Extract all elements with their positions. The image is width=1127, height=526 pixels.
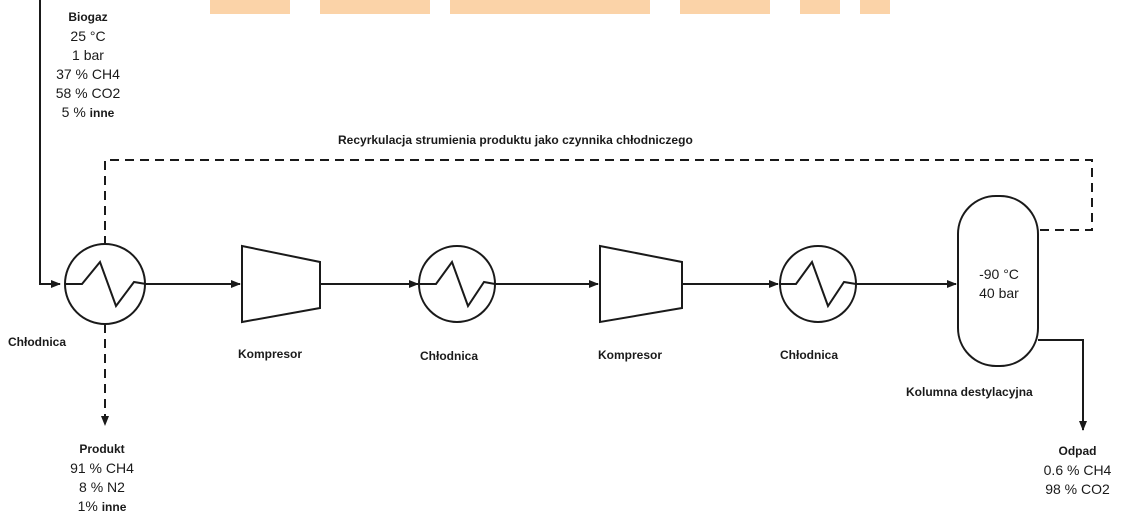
cooler-2-symbol	[418, 245, 496, 323]
recycle-stream-line	[104, 159, 1093, 244]
waste-ch4: 0.6 % CH4	[1043, 462, 1112, 478]
banner-segment	[680, 0, 770, 14]
product-info: Produkt 91 % CH4 8 % N2 1% inne	[52, 440, 152, 517]
cooler-3-symbol	[779, 245, 857, 323]
banner-segment	[210, 0, 290, 14]
product-title: Produkt	[79, 442, 125, 456]
feed-other-pct: 5 %	[61, 104, 86, 120]
feed-pressure: 1 bar	[72, 47, 104, 63]
cooler-1-symbol	[64, 243, 147, 325]
banner-segment	[320, 0, 430, 14]
feed-other: 5 % inne	[48, 103, 128, 123]
product-other-word: inne	[101, 500, 127, 514]
waste-title: Odpad	[1058, 444, 1097, 458]
recycle-label: Recyrkulacja strumienia produktu jako cz…	[338, 133, 693, 147]
column-pressure: 40 bar	[979, 285, 1019, 301]
banner-segment	[860, 0, 890, 14]
product-other: 1% inne	[52, 497, 152, 517]
feed-title: Biogaz	[68, 10, 108, 24]
waste-info: Odpad 0.6 % CH4 98 % CO2	[1030, 442, 1125, 499]
feed-ch4: 37 % CH4	[56, 66, 120, 82]
waste-stream-line	[1038, 339, 1087, 431]
feed-co2: 58 % CO2	[55, 85, 121, 101]
product-other-pct: 1%	[77, 498, 98, 514]
top-banner	[210, 0, 910, 16]
compressor-2-label: Kompresor	[598, 348, 663, 362]
column-temperature: -90 °C	[979, 266, 1019, 282]
column-conditions: -90 °C 40 bar	[968, 265, 1030, 303]
compressor-2-symbol	[599, 244, 683, 324]
column-label: Kolumna destylacyjna	[906, 385, 1033, 399]
cooler-1-label: Chłodnica	[8, 335, 67, 349]
compressor-1-label: Kompresor	[238, 347, 303, 361]
feed-info: Biogaz 25 °C 1 bar 37 % CH4 58 % CO2 5 %…	[48, 8, 128, 123]
banner-segment	[800, 0, 840, 14]
waste-co2: 98 % CO2	[1045, 481, 1110, 497]
product-n2: 8 % N2	[79, 479, 125, 495]
banner-segment	[450, 0, 650, 14]
feed-temperature: 25 °C	[70, 28, 106, 44]
feed-other-word: inne	[89, 106, 115, 120]
cooler-2-label: Chłodnica	[420, 349, 479, 363]
product-ch4: 91 % CH4	[70, 460, 134, 476]
feed-stream-line	[39, 0, 61, 288]
compressor-1-symbol	[241, 244, 321, 324]
cooler-3-label: Chłodnica	[780, 348, 839, 362]
distillation-column-symbol	[957, 195, 1039, 367]
